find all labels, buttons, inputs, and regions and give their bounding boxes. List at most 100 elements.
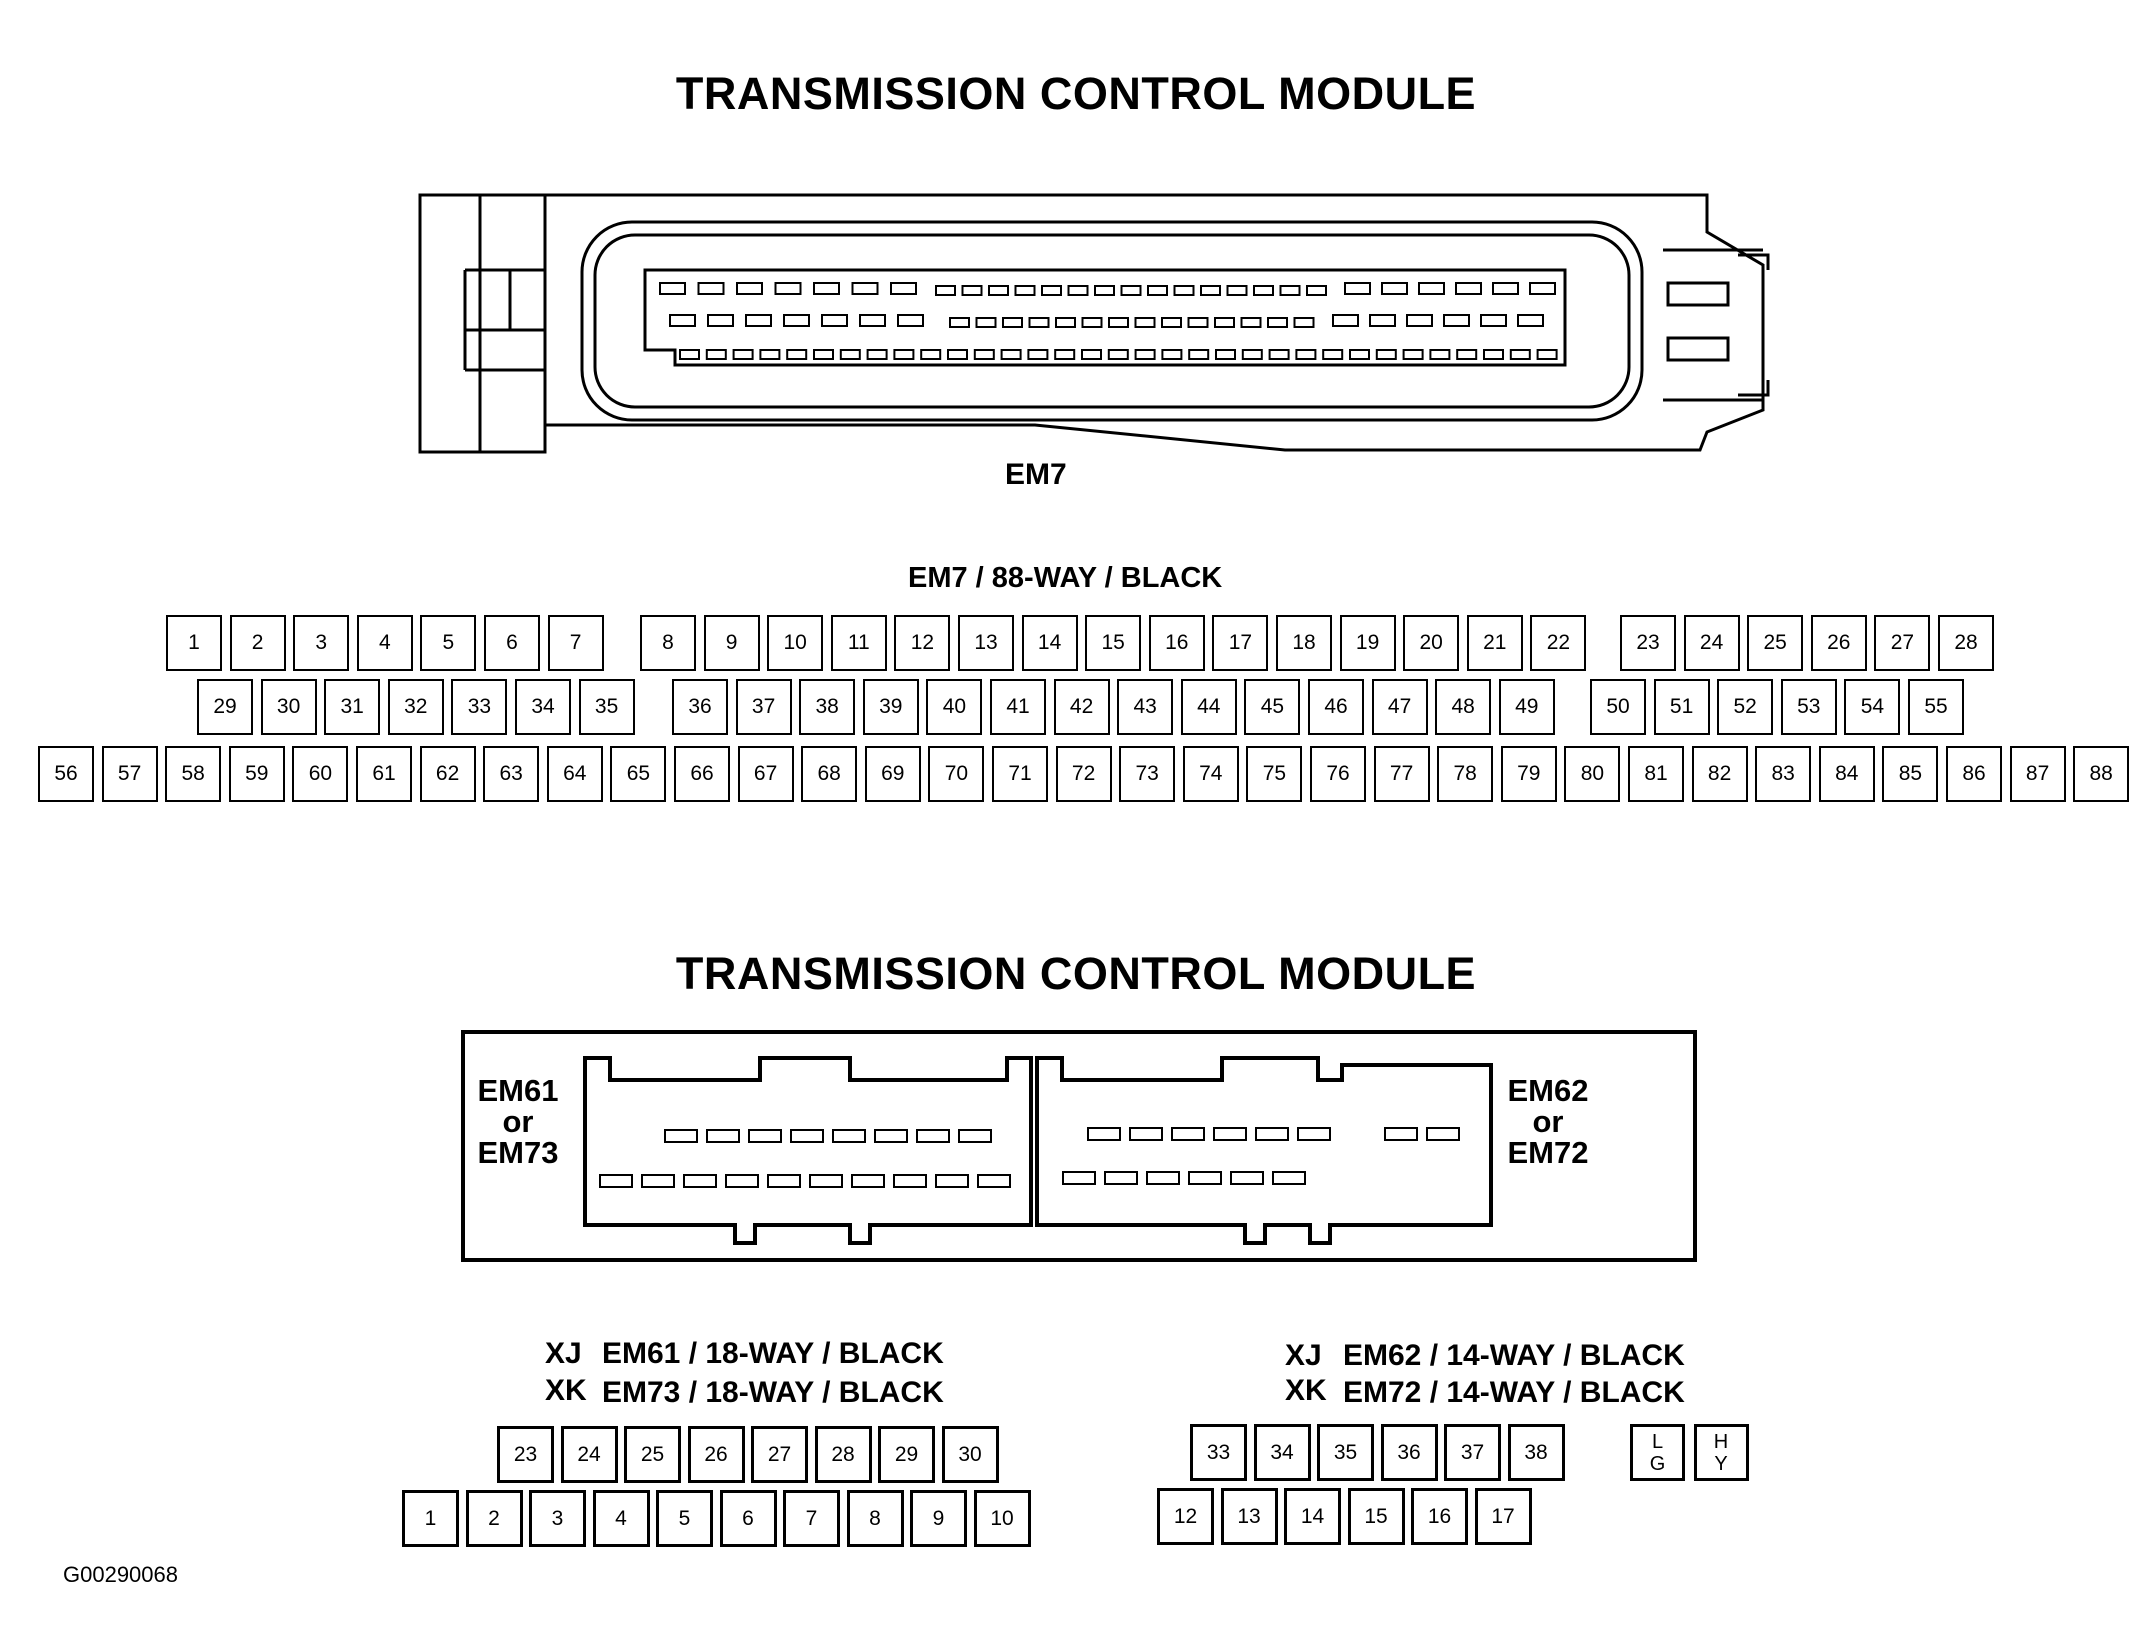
pin-slot [897, 314, 924, 327]
pin-cavity-81: 81 [1628, 746, 1684, 802]
pin-slot [1517, 314, 1544, 327]
pin-cavity-3: 3 [293, 615, 350, 671]
pin-slot [1384, 1127, 1418, 1141]
pin-slot [1104, 1171, 1138, 1185]
pin-cavity-5: 5 [420, 615, 477, 671]
pin-cavity-58: 58 [165, 746, 222, 802]
pin-slot [732, 349, 754, 360]
pin-slot [745, 314, 772, 327]
pin-slot [1173, 285, 1195, 296]
pin-cavity-67: 67 [737, 746, 794, 802]
pin-cavity-16: 16 [1148, 615, 1205, 671]
pin-cavity-25: 25 [624, 1426, 681, 1483]
pin-cavity-25: 25 [1747, 615, 1804, 671]
pin-cavity-52: 52 [1717, 679, 1774, 735]
pin-cavity-7: 7 [783, 1490, 840, 1547]
pin-cavity-11: 11 [830, 615, 887, 671]
pin-cavity-40: 40 [926, 679, 983, 735]
pin-slot [1147, 285, 1168, 296]
pin-cavity-61: 61 [356, 746, 412, 802]
pin-cavity-45: 45 [1244, 679, 1301, 735]
pin-slot [1241, 349, 1263, 360]
pin-cavity-38: 38 [1507, 1424, 1565, 1481]
pin-cavity-51: 51 [1653, 679, 1710, 735]
em61-xj-prefix: XJ [545, 1337, 582, 1370]
pin-slot [935, 285, 956, 296]
pin-cavity-30: 30 [260, 679, 317, 735]
pin-cavity-32: 32 [387, 679, 444, 735]
pin-cavity-31: 31 [324, 679, 381, 735]
pin-slot [1455, 282, 1482, 295]
em61-label-line3: EM73 [477, 1135, 559, 1170]
pin-slot [736, 282, 763, 295]
pin-cavity-2: 2 [229, 615, 286, 671]
pin-slot [1041, 285, 1062, 296]
pin-slot [1087, 1127, 1121, 1141]
pin-cavity-22: 22 [1530, 615, 1587, 671]
pin-slot [975, 317, 997, 328]
pin-slot [1108, 317, 1129, 328]
em62-xj-prefix: XJ [1285, 1339, 1322, 1372]
pin-slot [1297, 1127, 1331, 1141]
pin-slot [790, 1129, 824, 1143]
key-letter: G [1649, 1452, 1666, 1475]
pin-slot [920, 349, 942, 360]
pin-cavity-12: 12 [894, 615, 951, 671]
pin-slot [1134, 349, 1156, 360]
pin-cavity-75: 75 [1246, 746, 1303, 802]
pin-slot [1107, 349, 1129, 360]
pin-slot [1456, 349, 1478, 360]
pin-slot [832, 1129, 866, 1143]
em61-xj-label: EM61 / 18-WAY / BLACK [602, 1337, 944, 1370]
pin-slot [1402, 349, 1424, 360]
em7-connector-body [418, 193, 1770, 454]
pin-cavity-33: 33 [451, 679, 508, 735]
pin-cavity-46: 46 [1308, 679, 1364, 735]
pin-cavity-26: 26 [1810, 615, 1867, 671]
pin-cavity-17: 17 [1474, 1488, 1532, 1545]
pin-slot [1000, 349, 1022, 360]
pin-slot [890, 282, 917, 295]
pin-cavity-47: 47 [1371, 679, 1428, 735]
pin-cavity-56: 56 [38, 746, 94, 802]
pin-slot [916, 1129, 950, 1143]
pin-cavity-24: 24 [1683, 615, 1740, 671]
pin-cavity-86: 86 [1946, 746, 2002, 802]
pin-cavity-42: 42 [1053, 679, 1110, 735]
pin-slot [725, 1174, 759, 1188]
pin-cavity-39: 39 [862, 679, 919, 735]
pin-slot [1213, 1127, 1247, 1141]
pin-cavity-1: 1 [402, 1490, 459, 1547]
pin-cavity-37: 37 [1444, 1424, 1501, 1481]
pin-cavity-35: 35 [578, 679, 635, 735]
pin-cavity-41: 41 [990, 679, 1046, 735]
em61-label-line2: or [502, 1104, 534, 1139]
pin-cavity-6: 6 [484, 615, 540, 671]
pin-slot [679, 349, 700, 360]
em7-section-title: TRANSMISSION CONTROL MODULE [675, 68, 1477, 119]
pin-slot [697, 282, 725, 295]
pin-cavity-8: 8 [846, 1490, 904, 1547]
pin-slot [1027, 349, 1049, 360]
em62-side-label: EM62 or EM72 [1498, 1075, 1598, 1168]
pin-cavity-62: 62 [419, 746, 476, 802]
pin-slot [641, 1174, 675, 1188]
pin-slot [1443, 314, 1470, 327]
pin-slot [1062, 1171, 1096, 1185]
pin-cavity-14: 14 [1284, 1488, 1341, 1545]
pin-cavity-73: 73 [1119, 746, 1176, 802]
pin-cavity-71: 71 [992, 746, 1048, 802]
pin-slot [893, 349, 915, 360]
pin-slot [1146, 1171, 1180, 1185]
pin-cavity-38: 38 [799, 679, 856, 735]
pin-slot [1381, 282, 1408, 295]
pin-cavity-87: 87 [2009, 746, 2066, 802]
pin-slot [1268, 349, 1290, 360]
pin-cavity-43: 43 [1117, 679, 1174, 735]
pin-slot [851, 1174, 885, 1188]
em61-side-label: EM61 or EM73 [468, 1075, 568, 1168]
pin-cavity-27: 27 [751, 1426, 808, 1483]
pin-slot [973, 349, 995, 360]
